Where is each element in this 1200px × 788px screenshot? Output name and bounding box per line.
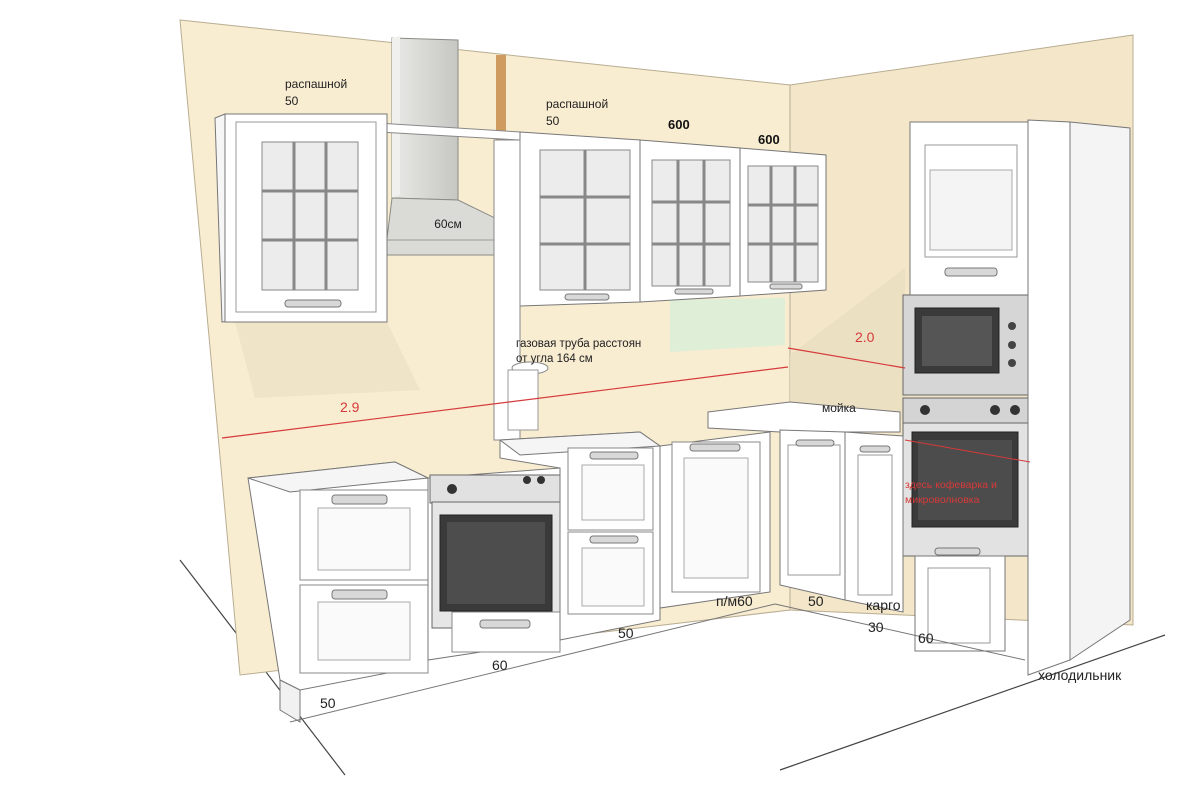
label-coffee-line1: здесь кофеварка и [905,479,997,491]
label-sink: мойка [822,401,856,415]
plinth-corner [774,603,1026,661]
backsplash-panel [670,298,785,352]
label-upper-mid-size: 50 [546,114,560,128]
upper-cabinet-600-a [639,139,741,303]
label-upper-left-size: 50 [285,94,299,108]
fridge-column [1027,119,1131,676]
base-oven-60 [427,467,561,661]
corner-countertop [707,401,901,433]
wall-length-line-right [787,347,906,369]
label-base-50-corner: 50 [808,593,824,609]
label-base-60-oven: 60 [492,657,508,673]
upper-cabinet-left [214,113,388,323]
base-cabinet-mid-50 [498,431,662,641]
label-base-50-left: 50 [320,695,336,711]
range-hood: 60см [384,36,541,256]
wall-length-line-tall [904,439,1031,463]
label-upper-600-a: 600 [668,117,690,132]
label-upper-mid-type: распашной [546,97,608,111]
gas-pipe [496,55,506,150]
base-cargo-30 [844,431,904,613]
wall-length-line-left [221,366,789,439]
label-upper-600-b: 600 [758,132,780,147]
label-cargo-type: карго [866,597,901,613]
label-gas-pipe-line2: от угла 164 см [516,353,593,365]
label-gas-pipe-line1: газовая труба расстоян [516,338,641,350]
label-wall-left-length: 2.9 [340,399,360,415]
label-cargo-size: 30 [868,619,884,635]
base-cabinet-left-50 [247,461,430,723]
label-tall-60: 60 [918,630,934,646]
tall-column [902,121,1034,652]
base-cabinet-corner-50 [779,429,846,601]
floor-edge-right [779,634,1166,771]
upper-cabinet-middle [519,131,641,307]
label-upper-left-type: распашной [285,77,347,91]
label-wall-right-length: 2.0 [855,329,875,345]
label-coffee-line2: микроволновка [905,494,980,506]
wall-shadow-upper [235,318,420,398]
plinth-left [289,603,776,723]
upper-cabinet-600-b [739,147,827,297]
label-base-50-mid: 50 [618,625,634,641]
label-dishwasher: п/м60 [716,593,753,609]
wall-shadow-right [790,268,905,430]
label-fridge: холодильник [1038,667,1122,683]
base-dishwasher-60 [659,431,771,609]
hood-size-label: 60см [434,217,462,231]
